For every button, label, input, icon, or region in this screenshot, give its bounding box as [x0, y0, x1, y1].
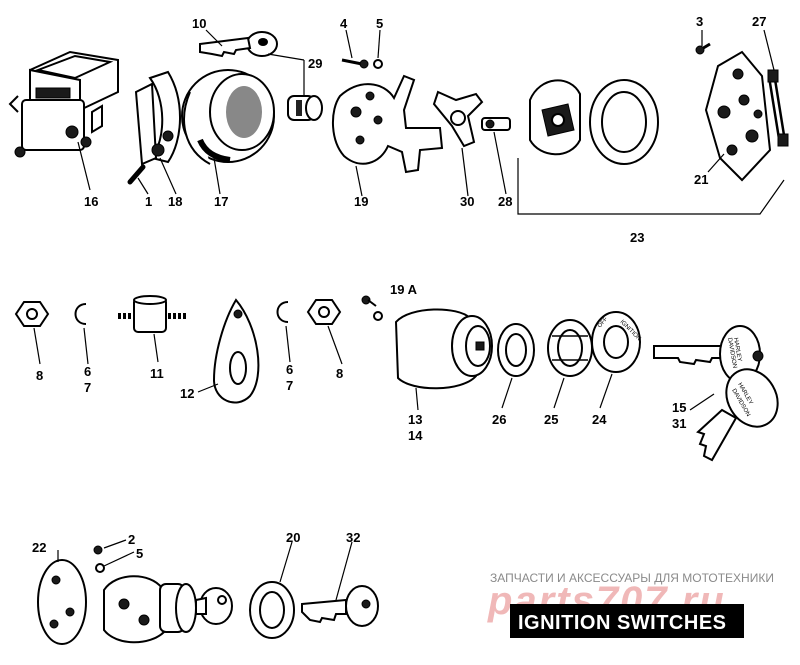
leader-lines — [33, 29, 785, 601]
part-30-contact-arm — [432, 90, 484, 148]
part-8-nut-left — [14, 301, 50, 327]
part-21-terminal-board — [704, 50, 772, 182]
callout-26: 26 — [492, 412, 506, 427]
part-10-key — [199, 31, 278, 58]
part-22-plate — [37, 559, 87, 645]
part-19-switch-bracket — [331, 74, 444, 174]
callout-25: 25 — [544, 412, 558, 427]
callout-29: 29 — [308, 56, 322, 71]
callout-labels: 16 1 18 17 10 29 4 5 19 30 28 23 3 27 21… — [32, 14, 766, 561]
callout-23: 23 — [630, 230, 644, 245]
part-4-screw — [341, 58, 369, 69]
title-box — [510, 604, 744, 638]
part-28-contact-spring — [481, 117, 511, 131]
part-29-rotor — [287, 95, 323, 121]
callout-20: 20 — [286, 530, 300, 545]
part-6-lockwasher-left — [74, 303, 87, 325]
callout-5-bottom: 5 — [136, 546, 143, 561]
diagram-title: IGNITION SWITCHES — [518, 612, 727, 634]
callout-31: 31 — [672, 416, 686, 431]
callout-4: 4 — [340, 16, 348, 31]
callout-1: 1 — [145, 194, 152, 209]
callout-3: 3 — [696, 14, 703, 29]
part-12-mounting-plate — [212, 298, 260, 404]
callout-16: 16 — [84, 194, 98, 209]
callout-10: 10 — [192, 16, 206, 31]
callout-2: 2 — [128, 532, 135, 547]
callout-30: 30 — [460, 194, 474, 209]
key-brand-line2: DAVIDSON — [726, 337, 737, 368]
part-13-switch-body — [394, 308, 493, 390]
callout-8-right: 8 — [336, 366, 343, 381]
callout-19a: 19 A — [390, 282, 418, 297]
part-5-washer — [373, 59, 383, 69]
callout-6-right: 6 — [286, 362, 293, 377]
part-27-fuse — [767, 69, 789, 147]
callout-7-right: 7 — [286, 378, 293, 393]
callout-5: 5 — [376, 16, 383, 31]
callout-28: 28 — [498, 194, 512, 209]
switch-assembly-bottom — [103, 575, 233, 644]
callout-21: 21 — [694, 172, 708, 187]
part-23-rotor-plate — [529, 79, 581, 156]
watermark-caption: ЗАПЧАСТИ И АКСЕССУАРЫ ДЛЯ МОТОТЕХНИКИ — [490, 571, 774, 585]
callout-32: 32 — [346, 530, 360, 545]
part-11-stud — [118, 295, 188, 333]
part-8-nut-right — [306, 299, 342, 325]
part-16-switch-housing — [8, 50, 119, 158]
callout-18: 18 — [168, 194, 182, 209]
part-26-washer — [497, 323, 535, 377]
callout-13: 13 — [408, 412, 422, 427]
callout-19: 19 — [354, 194, 368, 209]
part-1-pin — [127, 164, 146, 185]
callout-8-left: 8 — [36, 368, 43, 383]
part-17-cover-ring — [181, 69, 275, 165]
part-18-clamp-band — [134, 70, 181, 166]
part-32-key — [301, 585, 379, 627]
callout-27: 27 — [752, 14, 766, 29]
callout-15: 15 — [672, 400, 686, 415]
part-5-washer-bottom — [95, 563, 105, 573]
part-3-screw — [695, 42, 711, 55]
callout-24: 24 — [592, 412, 607, 427]
callout-22: 22 — [32, 540, 46, 555]
callout-7-left: 7 — [84, 380, 91, 395]
part-25-ring-nut — [547, 319, 593, 377]
callout-6-left: 6 — [84, 364, 91, 379]
part-15-keys: HARLEY DAVIDSON HARLEY DAVIDSON — [653, 325, 779, 462]
part-6-lockwasher-right — [276, 301, 289, 323]
part-2-screw — [93, 545, 103, 555]
callout-14: 14 — [408, 428, 423, 443]
part-23-gasket — [589, 79, 659, 165]
part-20-nut — [249, 581, 295, 639]
callout-11: 11 — [150, 366, 164, 381]
callout-12: 12 — [180, 386, 194, 401]
part-19a-screw — [361, 295, 383, 321]
part-24-ignition-plate: OFF IGNITION — [591, 311, 642, 373]
callout-17: 17 — [214, 194, 228, 209]
key-brand-line1: HARLEY — [732, 337, 742, 362]
